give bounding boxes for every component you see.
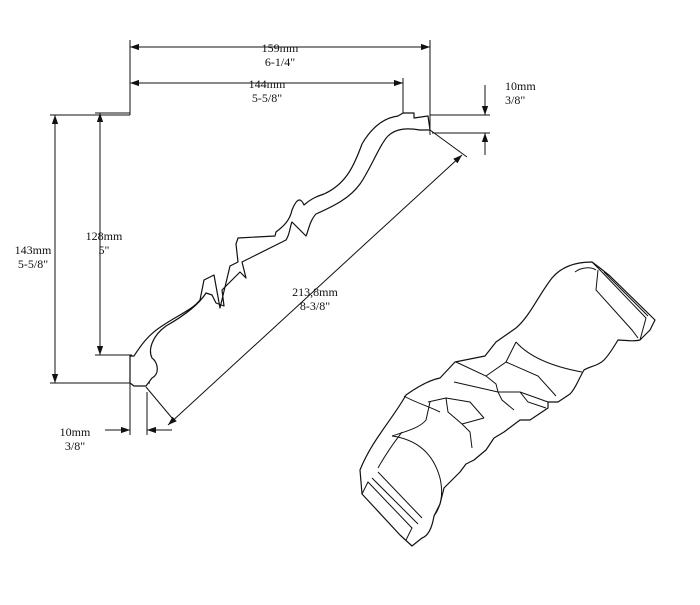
dimension-labels: 159mm 6-1/4" 144mm 5-5/8" 10mm 3/8" 143m… (15, 41, 537, 453)
bottom-edge-imperial: 3/8" (65, 439, 85, 453)
face-width-imperial: 5-5/8" (252, 91, 282, 105)
top-edge-imperial: 3/8" (505, 93, 525, 107)
overall-width-imperial: 6-1/4" (265, 55, 295, 69)
bottom-edge-metric: 10mm (60, 425, 91, 439)
overall-height-metric: 143mm (15, 243, 52, 257)
top-edge-metric: 10mm (505, 79, 536, 93)
diagonal-imperial: 8-3/8" (300, 299, 330, 313)
diagonal-metric: 213,8mm (292, 285, 338, 299)
overall-width-metric: 159mm (262, 41, 299, 55)
dimension-lines (51, 43, 489, 434)
molding-3d-view (359, 261, 656, 547)
face-width-metric: 144mm (249, 77, 286, 91)
diagonal-dimension-line (167, 154, 463, 426)
molding-profile-outline (129, 112, 431, 387)
face-height-metric: 128mm (86, 229, 123, 243)
overall-height-imperial: 5-5/8" (18, 257, 48, 271)
face-height-imperial: 5" (99, 243, 110, 257)
